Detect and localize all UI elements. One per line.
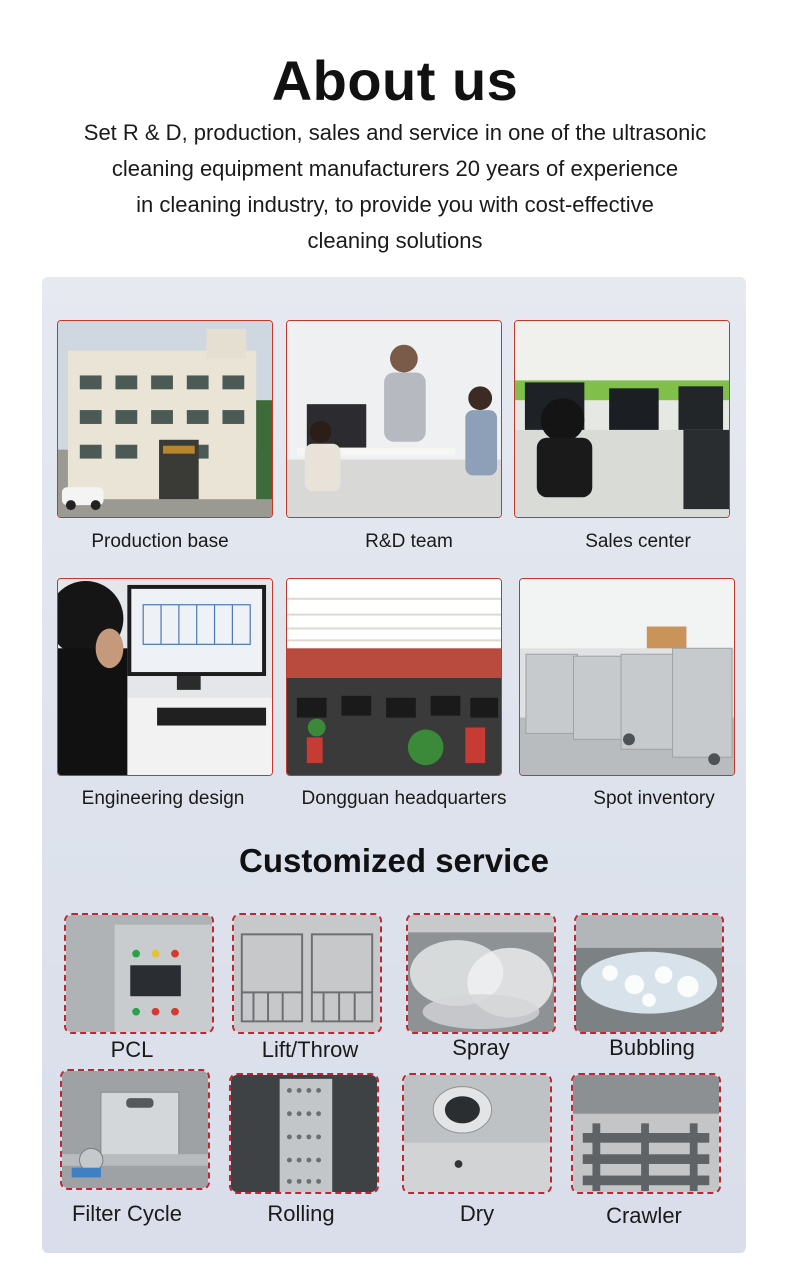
sales-center-photo bbox=[514, 320, 730, 518]
intro-line: cleaning solutions bbox=[307, 228, 483, 253]
gallery-caption: R&D team bbox=[365, 531, 453, 552]
spray-photo bbox=[406, 913, 556, 1034]
production-base-photo bbox=[57, 320, 273, 518]
rolling-photo bbox=[229, 1073, 379, 1194]
bubbling-photo bbox=[574, 913, 724, 1034]
intro-text: Set R & D, production, sales and service… bbox=[40, 115, 750, 259]
crawler-photo bbox=[571, 1073, 721, 1194]
service-caption: Crawler bbox=[606, 1203, 682, 1228]
dry-photo bbox=[402, 1073, 552, 1194]
intro-line: cleaning equipment manufacturers 20 year… bbox=[111, 156, 679, 181]
intro-line: in cleaning industry, to provide you wit… bbox=[136, 192, 654, 217]
pcl-photo bbox=[64, 913, 214, 1034]
service-caption: Bubbling bbox=[609, 1035, 695, 1060]
service-caption: PCL bbox=[110, 1037, 154, 1062]
dongguan-headquarters-photo bbox=[286, 578, 502, 776]
service-caption: Rolling bbox=[267, 1201, 335, 1226]
service-caption: Spray bbox=[452, 1035, 510, 1060]
service-caption: Dry bbox=[459, 1201, 495, 1226]
gallery-caption: Sales center bbox=[585, 531, 691, 552]
engineering-design-photo bbox=[57, 578, 273, 776]
services-title: Customized service bbox=[239, 842, 549, 879]
page-title: About us bbox=[271, 49, 519, 112]
filter-cycle-photo bbox=[60, 1069, 210, 1190]
gallery-caption: Production base bbox=[91, 531, 229, 552]
lift-throw-photo bbox=[232, 913, 382, 1034]
spot-inventory-photo bbox=[519, 578, 735, 776]
rd-team-photo bbox=[286, 320, 502, 518]
gallery-caption: Engineering design bbox=[81, 788, 245, 809]
gallery-caption: Spot inventory bbox=[593, 788, 715, 809]
intro-line: Set R & D, production, sales and service… bbox=[83, 120, 707, 145]
gallery-caption: Dongguan headquarters bbox=[301, 788, 507, 809]
service-caption: Lift/Throw bbox=[261, 1037, 359, 1062]
service-caption: Filter Cycle bbox=[71, 1201, 182, 1226]
